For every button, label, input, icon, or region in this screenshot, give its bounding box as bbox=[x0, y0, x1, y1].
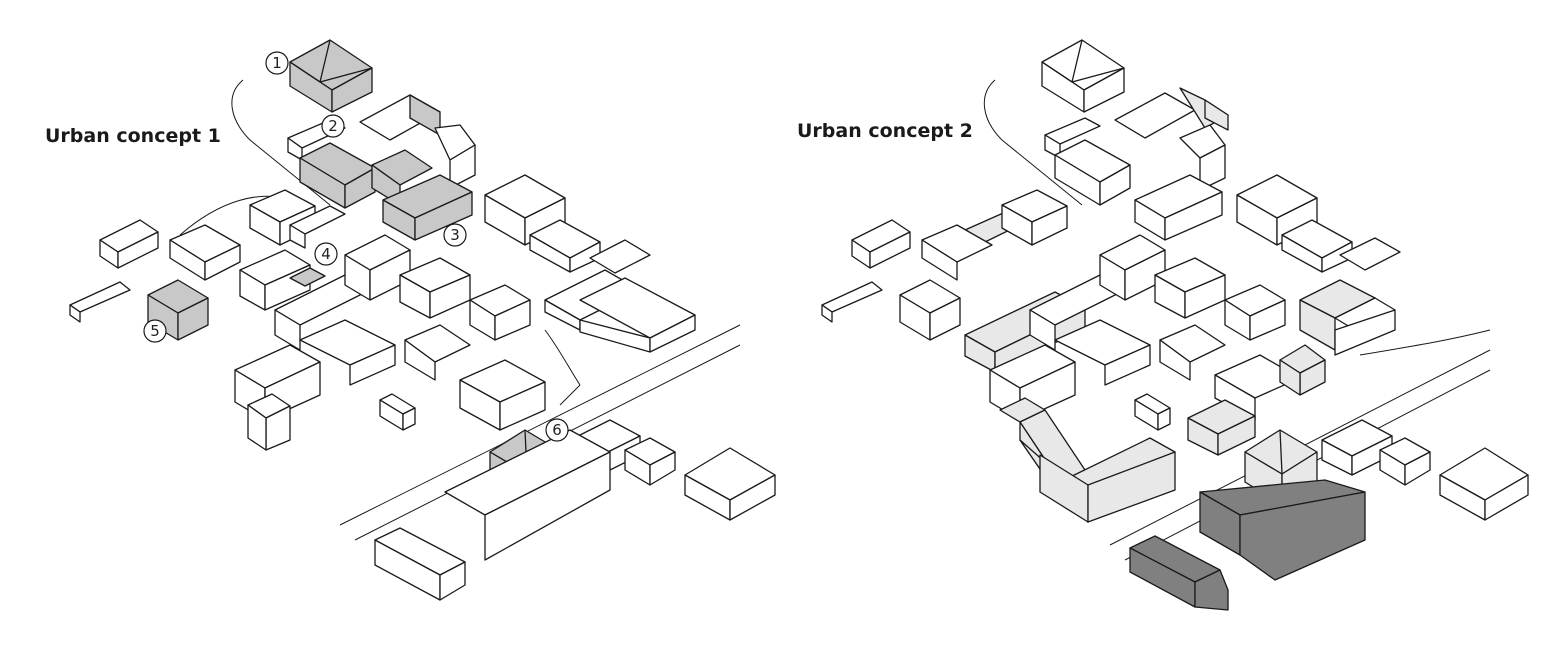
building-cluster-central bbox=[989, 234, 1301, 431]
building-2 bbox=[287, 94, 476, 209]
concept-1-diagram: 1 2 3 4 5 6 bbox=[69, 39, 776, 601]
new-building-h-block bbox=[1129, 479, 1366, 611]
building-3 bbox=[382, 174, 473, 241]
road-line bbox=[231, 79, 331, 206]
concept-1-title: Urban concept 1 bbox=[45, 125, 221, 147]
building-cluster-east bbox=[484, 174, 696, 353]
building-1 bbox=[289, 39, 373, 113]
svg-text:1: 1 bbox=[272, 54, 282, 72]
new-building-l-block bbox=[999, 397, 1176, 523]
svg-text:6: 6 bbox=[552, 421, 562, 439]
building-5 bbox=[147, 279, 209, 341]
marker-2: 2 bbox=[321, 114, 345, 138]
building-cluster-south bbox=[1321, 419, 1529, 521]
road-line bbox=[339, 324, 741, 526]
marker-4: 4 bbox=[314, 242, 338, 266]
road-line bbox=[559, 384, 581, 406]
svg-text:2: 2 bbox=[328, 117, 338, 135]
building-cluster-north bbox=[1044, 87, 1229, 241]
building-h-block bbox=[374, 429, 611, 601]
concept-2-diagram bbox=[821, 39, 1529, 611]
svg-text:4: 4 bbox=[321, 245, 331, 263]
building-cluster-central bbox=[234, 234, 546, 451]
svg-text:3: 3 bbox=[450, 226, 460, 244]
road-line bbox=[1359, 329, 1491, 356]
road-line bbox=[983, 79, 1083, 206]
marker-1: 1 bbox=[265, 51, 289, 75]
marker-3: 3 bbox=[443, 223, 467, 247]
marker-5: 5 bbox=[143, 319, 167, 343]
svg-text:5: 5 bbox=[150, 322, 160, 340]
new-building-courtyard bbox=[1187, 344, 1326, 456]
building-4 bbox=[289, 267, 326, 287]
concept-2-title: Urban concept 2 bbox=[797, 120, 973, 142]
building-cluster-west bbox=[821, 189, 1068, 341]
building-cluster-west bbox=[69, 189, 346, 323]
building-top bbox=[1041, 39, 1125, 113]
marker-6: 6 bbox=[545, 418, 569, 442]
road-line bbox=[544, 329, 581, 386]
building-cluster-east bbox=[1236, 174, 1401, 356]
